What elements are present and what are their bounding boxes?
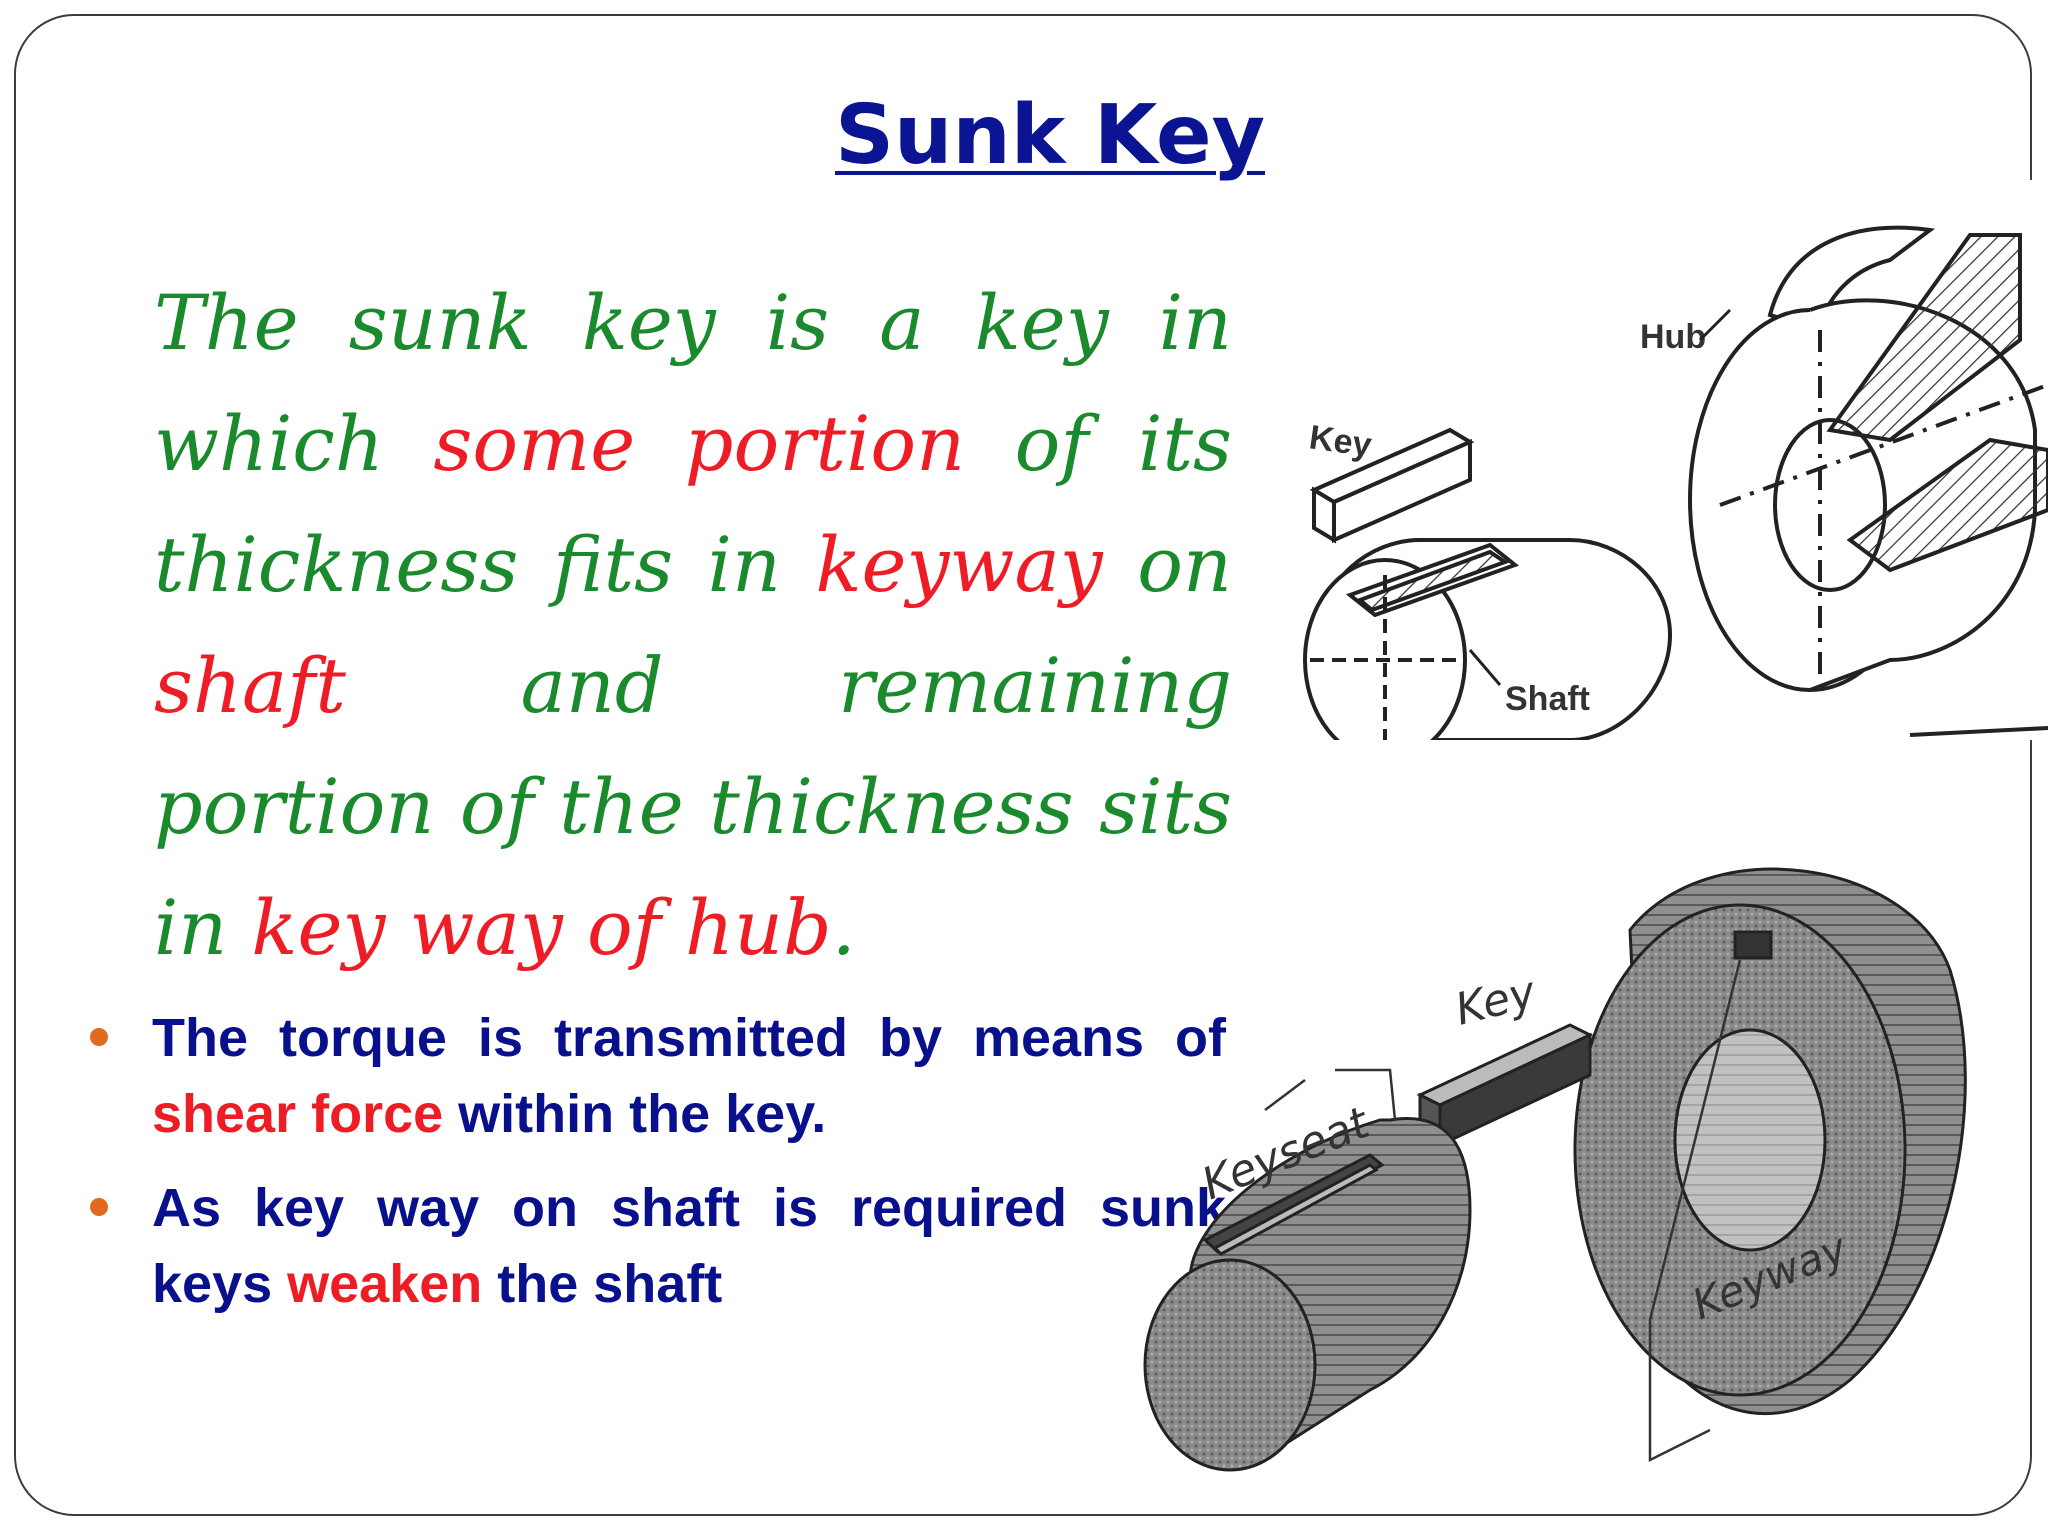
bullet-text: As key way on shaft is required sunk key…: [152, 1178, 1226, 1314]
shaft-cylinder-drawing: [1143, 1117, 1472, 1472]
hub-drawing: [1688, 225, 2048, 692]
hub-wheel-drawing: [1573, 867, 1967, 1416]
key-shaft-hub-diagram: Key Hub Shaft: [1290, 180, 2048, 740]
definition-highlight-4: key way of hub: [251, 883, 832, 972]
label-shaft: Shaft: [1505, 680, 1590, 718]
bullet-item: As key way on shaft is required sunk key…: [90, 1170, 1226, 1322]
label-key: Key: [1450, 967, 1541, 1036]
bullet-highlight: weaken: [287, 1254, 483, 1314]
definition-highlight-1: some portion: [433, 399, 966, 488]
shaft-drawing: [1303, 538, 1673, 740]
definition-text-4: and remaining portion of the thickness s…: [154, 641, 1232, 972]
bullet-text: The torque is transmitted by means of: [152, 1008, 1226, 1068]
bullet-highlight: shear force: [152, 1084, 444, 1144]
definition-text-5: .: [831, 883, 856, 972]
bullet-text: within the key.: [443, 1084, 827, 1144]
label-key: Key: [1307, 418, 1374, 464]
definition-text-1: The sunk key is a key in which: [154, 278, 1232, 488]
definition-highlight-2: keyway: [815, 520, 1103, 609]
key-block-drawing: [1309, 427, 1475, 544]
bullet-marker: [90, 1198, 108, 1216]
label-hub: Hub: [1640, 318, 1706, 356]
keyseat-key-keyway-diagram: Key Keyseat Keyway: [1143, 867, 1967, 1472]
bullet-text: the shaft: [482, 1254, 723, 1314]
bullet-list: The torque is transmitted by means of sh…: [90, 1000, 1226, 1340]
bullet-item: The torque is transmitted by means of sh…: [90, 1000, 1226, 1152]
key-drawing: [1416, 1023, 1594, 1148]
definition-text-3: on: [1102, 520, 1232, 609]
slide-title-text: Sunk Key: [834, 88, 1266, 183]
slide-title: Sunk Key: [0, 88, 2048, 183]
definition-paragraph: The sunk key is a key in which some port…: [154, 262, 1232, 988]
bullet-marker: [90, 1028, 108, 1046]
definition-highlight-3: shaft: [154, 641, 346, 730]
definition-text-2: of its thickness fits in: [154, 399, 1232, 609]
